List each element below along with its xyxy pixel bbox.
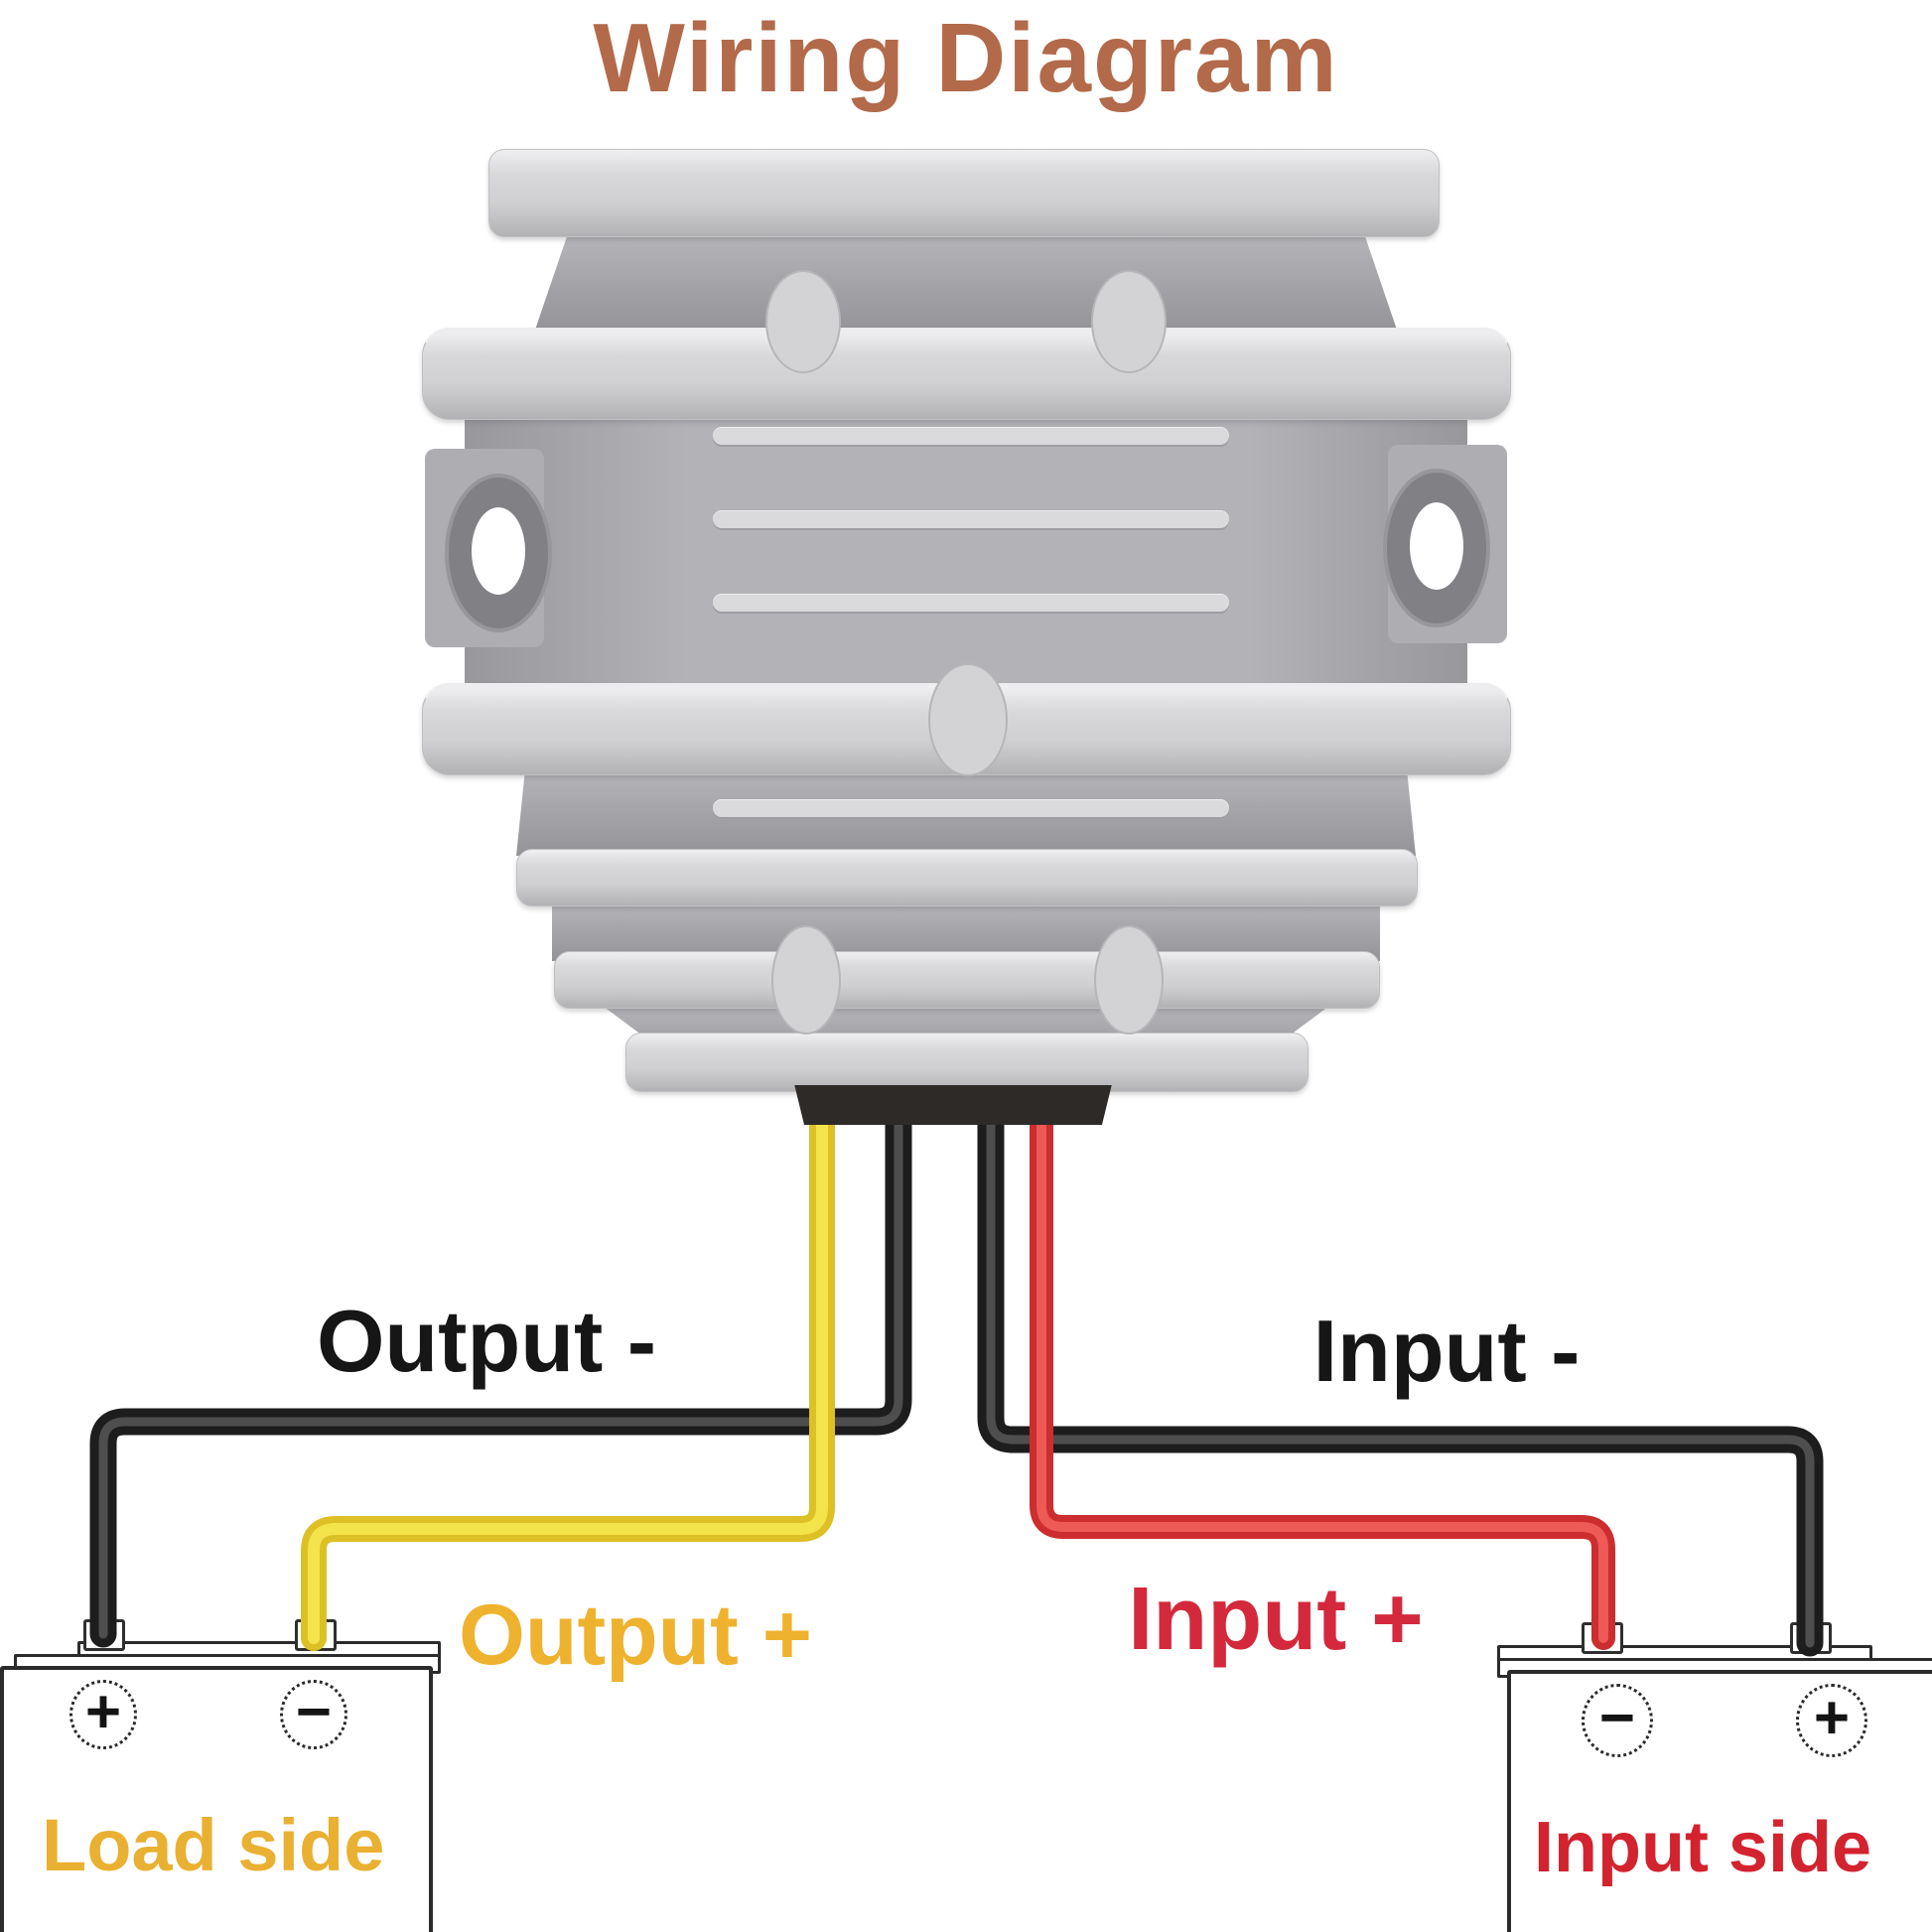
panel-groove-4 <box>713 799 1229 817</box>
wire-input-minus <box>977 1108 1824 1657</box>
mounting-hole-right <box>1383 469 1490 627</box>
label-output-minus: Output - <box>316 1292 657 1390</box>
minus-icon: − <box>1598 1684 1636 1752</box>
panel-groove-1 <box>713 427 1229 445</box>
battery-label-input-side: Input side <box>1534 1808 1871 1887</box>
heatsink-fin-4 <box>516 849 1418 906</box>
mounting-hole-left-center <box>472 507 525 595</box>
panel-groove-3 <box>713 594 1229 612</box>
heatsink-fin-5 <box>554 951 1380 1009</box>
mounting-hole-right-center <box>1410 502 1463 590</box>
label-input-plus: Input + <box>1128 1570 1424 1669</box>
device-upper-body <box>465 413 1467 687</box>
minus-icon: − <box>295 1678 333 1746</box>
label-input-minus: Input - <box>1312 1302 1581 1400</box>
heatsink-fin-2 <box>422 328 1511 420</box>
terminal-symbol-minus: − <box>1582 1684 1653 1757</box>
plus-icon: + <box>1813 1684 1851 1752</box>
plus-icon: + <box>84 1678 122 1746</box>
rivet-top-right <box>1091 270 1167 373</box>
terminal-symbol-plus: + <box>69 1680 137 1749</box>
rivet-top-left <box>765 270 841 373</box>
device-shoulder <box>534 231 1398 333</box>
device-wire-connector <box>794 1085 1112 1125</box>
device-bottom-flange <box>625 1033 1309 1092</box>
wire-input-plus <box>1030 1110 1615 1650</box>
terminal-symbol-minus: − <box>280 1680 347 1749</box>
heatsink-fin-top <box>488 149 1440 237</box>
rivet-bottom-left <box>771 925 841 1035</box>
panel-groove-2 <box>713 510 1229 528</box>
battery-label-load-side: Load side <box>42 1804 385 1886</box>
wire-output-minus <box>89 1108 912 1648</box>
terminal-symbol-plus: + <box>1796 1684 1867 1757</box>
rivet-bottom-right <box>1094 925 1164 1035</box>
page-title: Wiring Diagram <box>593 3 1339 112</box>
wire-output-plus <box>301 1109 835 1651</box>
rivet-center <box>928 663 1008 776</box>
label-output-plus: Output + <box>459 1587 812 1683</box>
